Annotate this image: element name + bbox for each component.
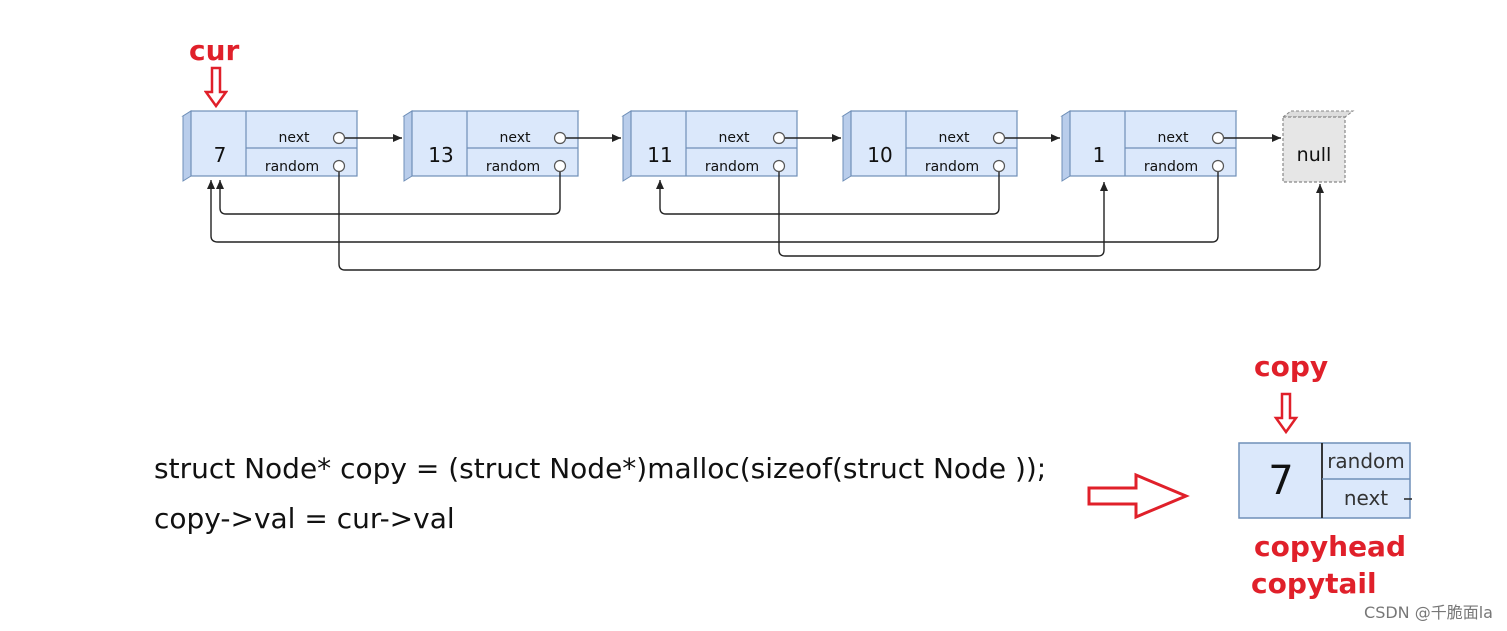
list-node: 1 next random [1060, 110, 1238, 182]
linked-list-diagram: 7 next random 13 next random 11 next ran… [181, 110, 1355, 271]
right-arrow-icon [1087, 472, 1190, 520]
node-value: 10 [867, 143, 892, 167]
random-arrow [216, 172, 561, 215]
code-line-malloc: struct Node* copy = (struct Node*)malloc… [154, 452, 1047, 485]
node-value: 11 [647, 143, 672, 167]
node-next-label: next [499, 130, 531, 146]
node-random-label: random [925, 159, 979, 175]
node-random-label: random [705, 159, 759, 175]
copyhead-label: copyhead [1254, 530, 1406, 563]
copy-node-next-label: next [1344, 486, 1388, 510]
code-line-assign-val: copy->val = cur->val [154, 502, 455, 535]
node-random-label: random [265, 159, 319, 175]
node-value: 1 [1093, 143, 1106, 167]
node-random-label: random [1144, 159, 1198, 175]
list-node: 13 next random [402, 110, 580, 182]
cur-pointer-label: cur [189, 34, 240, 67]
node-next-label: next [278, 130, 310, 146]
null-label: null [1297, 144, 1332, 166]
copy-down-arrow-icon [1273, 392, 1299, 434]
copy-pointer-label: copy [1254, 350, 1329, 383]
watermark: CSDN @千脆面la [1364, 603, 1493, 622]
node-next-label: next [938, 130, 970, 146]
copytail-label: copytail [1251, 567, 1377, 600]
random-arrows [207, 172, 1324, 271]
cur-down-arrow-icon [204, 66, 228, 108]
null-node: null [1281, 110, 1355, 183]
node-value: 7 [214, 143, 227, 167]
copy-node-value: 7 [1268, 458, 1293, 504]
copy-node: 7 random next [1238, 442, 1412, 519]
list-node: 11 next random [621, 110, 799, 182]
random-arrow [338, 172, 1324, 271]
list-node: 10 next random [841, 110, 1019, 182]
node-next-label: next [1157, 130, 1189, 146]
list-node: 7 next random [181, 110, 359, 182]
copy-node-random-label: random [1327, 449, 1405, 473]
random-arrow [207, 172, 1219, 243]
node-next-label: next [718, 130, 750, 146]
node-value: 13 [428, 143, 453, 167]
random-arrow [778, 172, 1108, 257]
random-arrow [656, 172, 1000, 215]
node-random-label: random [486, 159, 540, 175]
